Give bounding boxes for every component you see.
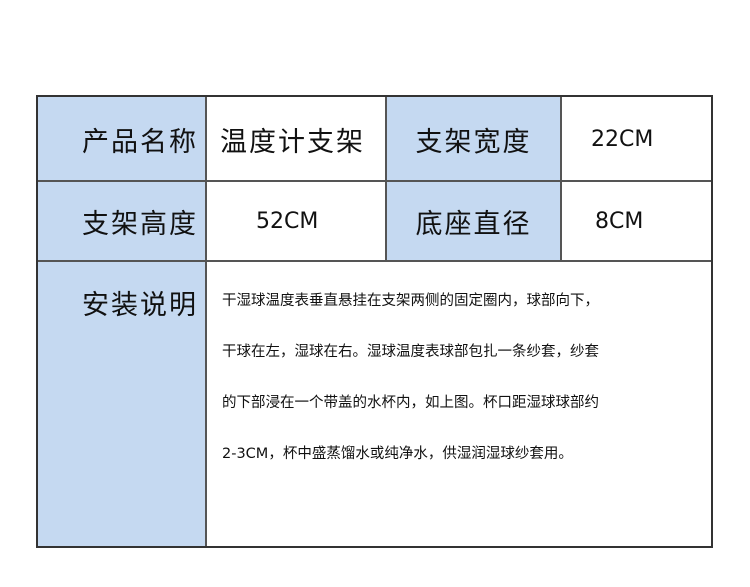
base-diameter-value-cell: 8CM xyxy=(561,181,711,261)
stand-width-value-cell: 22CM xyxy=(561,97,711,181)
base-diameter-value: 8CM xyxy=(595,208,644,234)
product-name-label-cell: 产品名称 xyxy=(38,97,206,181)
instructions-label-cell: 安装说明 xyxy=(38,261,206,546)
instructions-text-cell: 干湿球温度表垂直悬挂在支架两侧的固定圈内，球部向下， 干球在左，湿球在右。湿球温… xyxy=(206,261,711,546)
stand-height-label: 支架高度 xyxy=(82,208,198,240)
instructions-line: 的下部浸在一个带盖的水杯内，如上图。杯口距湿球球部约 xyxy=(222,395,599,411)
stand-width-value: 22CM xyxy=(591,126,654,152)
stand-width-label: 支架宽度 xyxy=(415,126,532,158)
row-divider xyxy=(38,180,711,182)
product-name-label: 产品名称 xyxy=(82,126,198,158)
column-divider xyxy=(560,97,562,261)
stand-height-value: 52CM xyxy=(256,208,319,234)
instructions-line: 2-3CM，杯中盛蒸馏水或纯净水，供湿润湿球纱套用。 xyxy=(222,446,573,462)
stand-height-value-cell: 52CM xyxy=(206,181,386,261)
instructions-label: 安装说明 xyxy=(82,290,198,321)
column-divider xyxy=(205,97,207,546)
base-diameter-label-cell: 底座直径 xyxy=(386,181,561,261)
row-divider xyxy=(38,260,711,262)
instructions-text: 干湿球温度表垂直悬挂在支架两侧的固定圈内，球部向下， 干球在左，湿球在右。湿球温… xyxy=(222,276,599,480)
spec-table: 产品名称 温度计支架 支架宽度 22CM 支架高度 52CM 底座直径 8CM … xyxy=(36,95,713,548)
product-name-value-cell: 温度计支架 xyxy=(206,97,386,181)
stand-height-label-cell: 支架高度 xyxy=(38,181,206,261)
column-divider xyxy=(385,97,387,261)
instructions-line: 干球在左，湿球在右。湿球温度表球部包扎一条纱套，纱套 xyxy=(222,344,599,360)
stand-width-label-cell: 支架宽度 xyxy=(386,97,561,181)
base-diameter-label: 底座直径 xyxy=(415,208,532,240)
instructions-line: 干湿球温度表垂直悬挂在支架两侧的固定圈内，球部向下， xyxy=(222,293,599,309)
product-name-value: 温度计支架 xyxy=(220,126,365,158)
